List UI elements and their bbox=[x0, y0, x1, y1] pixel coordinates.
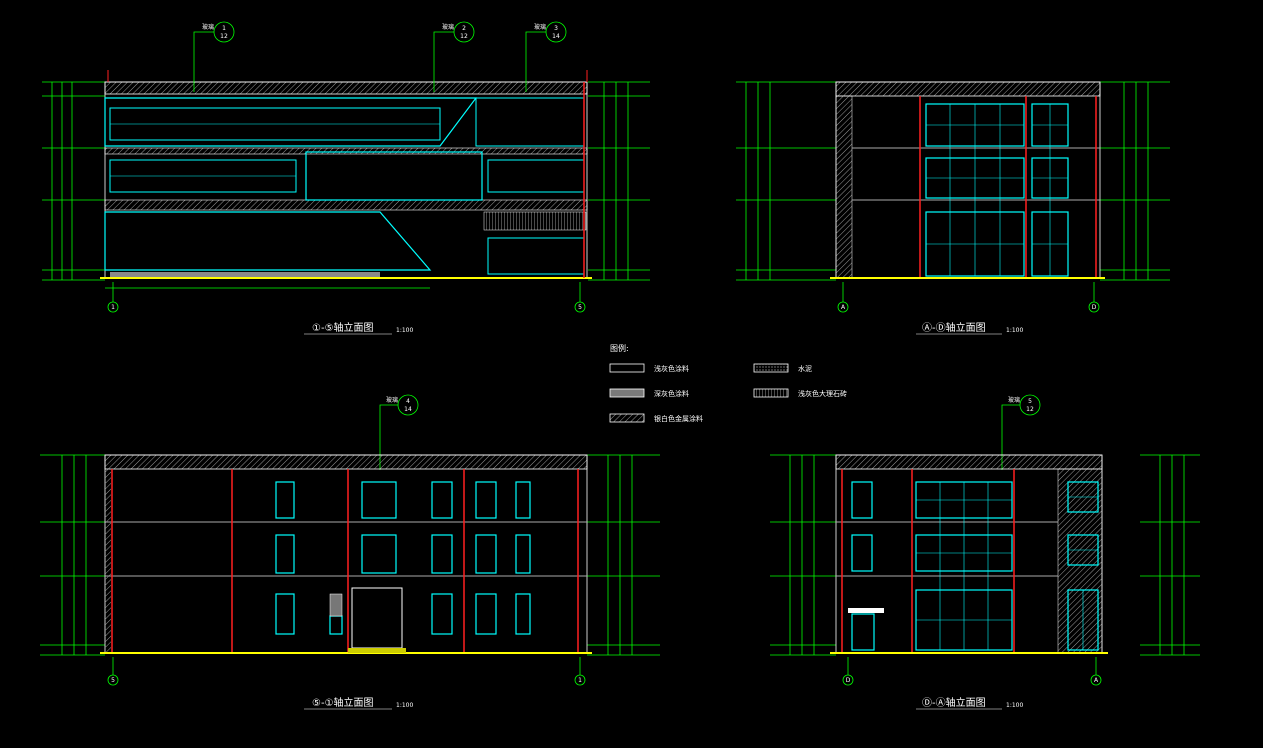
legend-item-3: 银白色金属涂料 bbox=[654, 414, 703, 423]
front-callout-2-sheet: 12 bbox=[460, 33, 468, 40]
front-axis-right: 5 bbox=[578, 304, 582, 311]
front-callout-2-num: 2 bbox=[462, 25, 466, 32]
front-callout-1-sheet: 12 bbox=[220, 33, 228, 40]
elevation-side-d-a: 5 12 D A 玻璃 Ⓓ-Ⓐ轴立面图 1:100 bbox=[770, 394, 1200, 710]
front-callout-3-sheet: 14 bbox=[552, 33, 560, 40]
legend-item-5: 浅灰色大理石砖 bbox=[798, 389, 847, 398]
side2-axis-right: A bbox=[1094, 677, 1099, 684]
front-elevation-title: ①-⑤轴立面图 bbox=[312, 321, 374, 334]
rear-axis-left: 5 bbox=[111, 677, 115, 684]
rear-elevation-scale: 1:100 bbox=[396, 702, 413, 709]
legend-item-4: 水泥 bbox=[798, 364, 812, 373]
rear-axis-right: 1 bbox=[578, 677, 582, 684]
side-axis-left: A bbox=[841, 304, 846, 311]
front-callout-3-num: 3 bbox=[554, 25, 558, 32]
front-callout-3-text: 玻璃 bbox=[534, 23, 546, 31]
front-left-dimensions bbox=[42, 81, 105, 281]
legend-swatch-cement bbox=[753, 363, 789, 373]
front-elevation-scale: 1:100 bbox=[396, 327, 413, 334]
legend-item-2: 深灰色涂料 bbox=[654, 389, 689, 398]
side2-callout-num: 5 bbox=[1028, 398, 1032, 405]
rear-callout-sheet: 14 bbox=[404, 406, 412, 413]
legend-item-1: 浅灰色涂料 bbox=[654, 364, 689, 373]
side2-axis-left: D bbox=[846, 677, 851, 684]
side-elevation-scale: 1:100 bbox=[1006, 327, 1023, 334]
elevation-side-a-d: A D Ⓐ-Ⓓ轴立面图 1:100 bbox=[736, 81, 1170, 335]
elevation-rear: 4 14 5 1 玻璃 ⑤-①轴立面图 1:100 bbox=[40, 394, 660, 710]
side-elevation-title: Ⓐ-Ⓓ轴立面图 bbox=[922, 321, 986, 334]
front-right-dimensions bbox=[105, 81, 650, 289]
side2-callout-sheet: 12 bbox=[1026, 406, 1034, 413]
rear-callout-num: 4 bbox=[406, 398, 410, 405]
front-axis-left: 1 bbox=[111, 304, 115, 311]
elevation-front: 1 12 2 12 3 14 1 5 玻璃 玻璃 玻璃 ①-⑤轴立面图 1:10… bbox=[42, 21, 650, 335]
rear-elevation-title: ⑤-①轴立面图 bbox=[312, 696, 374, 709]
legend-swatch-dark-gray bbox=[609, 388, 645, 398]
legend-swatch-metal bbox=[609, 413, 645, 423]
rear-callout-text: 玻璃 bbox=[386, 396, 398, 404]
side2-elevation-scale: 1:100 bbox=[1006, 702, 1023, 709]
legend-swatch-marble bbox=[753, 388, 789, 398]
side2-elevation-title: Ⓓ-Ⓐ轴立面图 bbox=[922, 696, 986, 709]
legend-title: 图例: bbox=[610, 343, 629, 353]
front-callout-1-text: 玻璃 bbox=[202, 23, 214, 31]
front-callout-1-num: 1 bbox=[222, 25, 226, 32]
legend-swatch-light-gray bbox=[609, 363, 645, 373]
side-axis-right: D bbox=[1092, 304, 1097, 311]
front-callout-2-text: 玻璃 bbox=[442, 23, 454, 31]
legend: 图例: 浅灰色涂料 深灰色涂料 银白色金属涂料 水泥 浅灰色大理石砖 bbox=[609, 343, 847, 423]
side2-callout-text: 玻璃 bbox=[1008, 396, 1020, 404]
